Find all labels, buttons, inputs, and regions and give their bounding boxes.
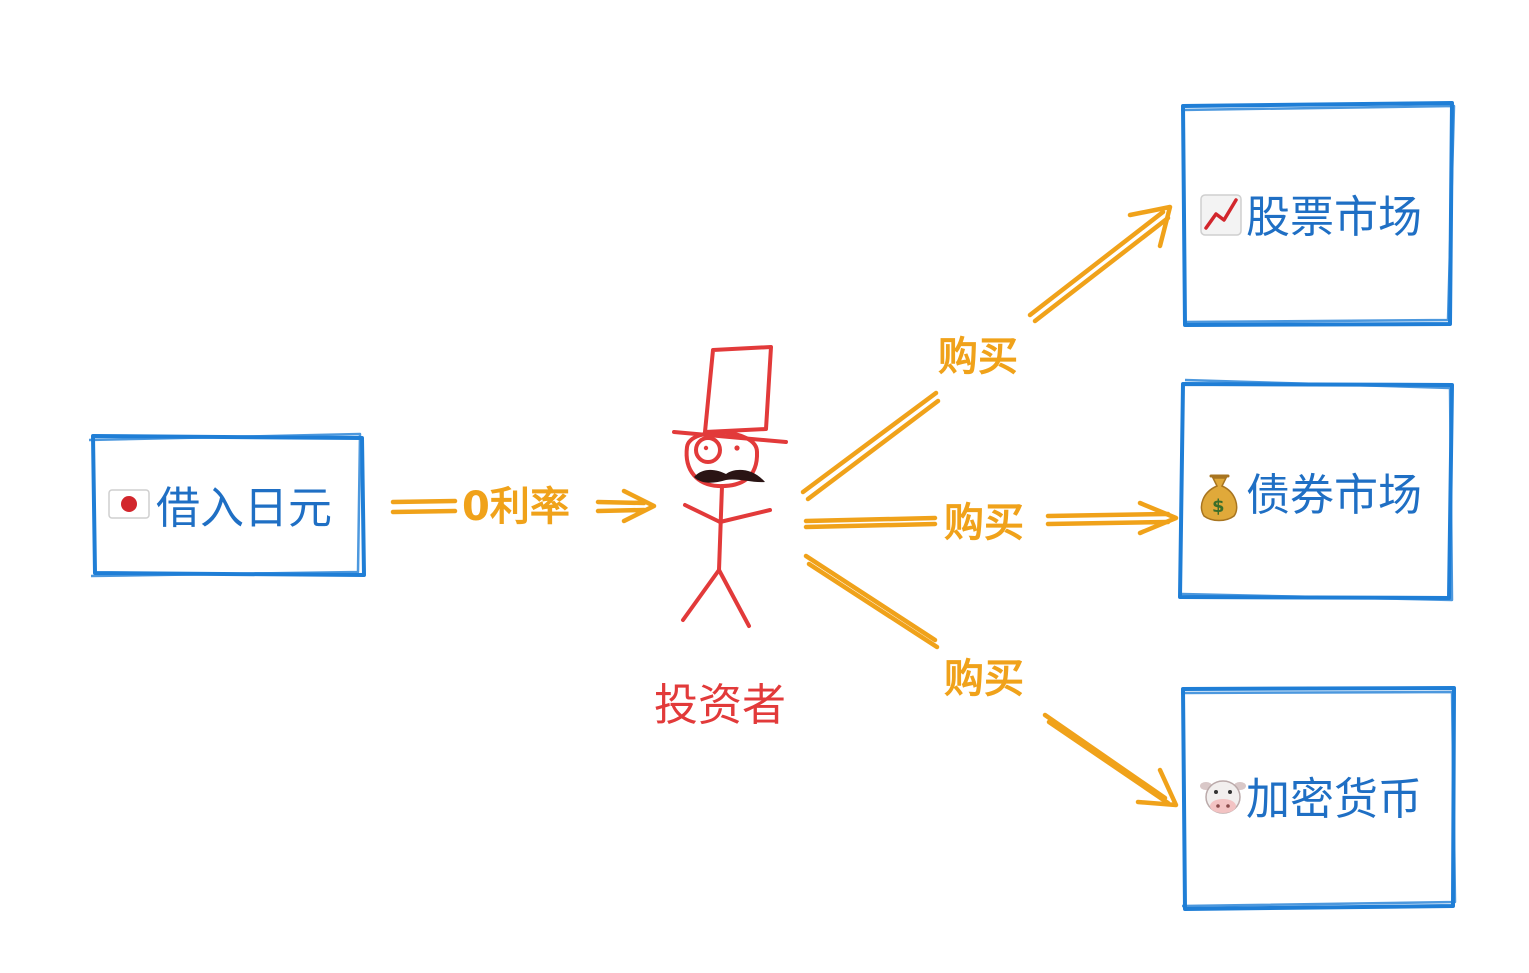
crypto-label: 加密货币: [1246, 774, 1422, 825]
stock-market-box: 股票市场: [1180, 101, 1456, 327]
stock-market-label: 股票市场: [1246, 192, 1422, 243]
chart-increasing-icon: [1200, 194, 1242, 236]
buy-arrow-stock: 购买: [800, 204, 1173, 502]
buy-arrow-crypto: 购买: [803, 553, 1179, 808]
rate-arrow: 0利率: [390, 484, 657, 530]
investor-figure: 投资者: [654, 345, 788, 731]
crypto-box: 加密货币: [1180, 686, 1457, 911]
buy-label-crypto: 购买: [944, 656, 1024, 702]
japan-flag-icon: [108, 489, 150, 519]
top-hat-monocle-stick-figure-icon: [672, 345, 788, 628]
buy-label-stock: 购买: [938, 334, 1018, 380]
buy-arrow-bond: 购买: [803, 500, 1179, 546]
buy-label-bond: 购买: [944, 500, 1024, 546]
source-label: 借入日元: [156, 483, 332, 534]
rate-label: 0利率: [462, 484, 570, 530]
source-box: 借入日元: [88, 432, 366, 578]
money-bag-icon: $: [1200, 474, 1238, 522]
svg-text:$: $: [1212, 496, 1225, 517]
bond-market-label: 债券市场: [1246, 470, 1422, 521]
investor-label: 投资者: [654, 680, 786, 731]
cow-face-icon: [1200, 780, 1246, 814]
bond-market-box: $ 债券市场: [1178, 378, 1454, 602]
